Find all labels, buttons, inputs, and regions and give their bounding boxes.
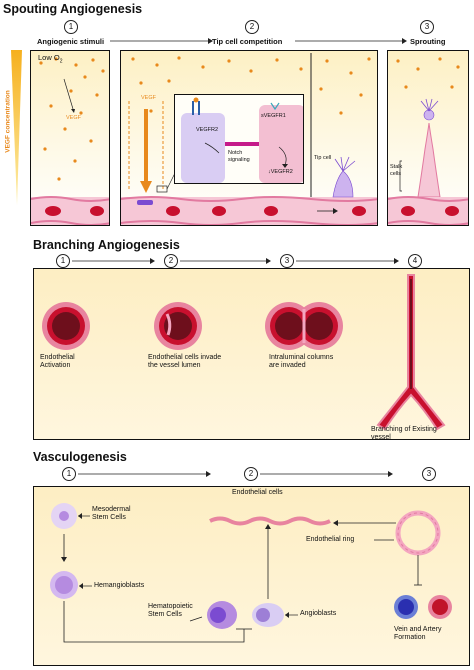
stalk-cells-label: Stalk cells: [390, 164, 403, 177]
vegf-label-panel1: VEGF: [66, 115, 81, 121]
hemangioblasts-label: Hemangioblasts: [94, 582, 145, 589]
tip-cell-label: Tip cell: [314, 155, 332, 161]
sprouting-title: Spouting Angiogenesis: [3, 2, 143, 16]
branch-step-3: 3: [280, 254, 294, 268]
mesodermal-label: Mesodermal Stem Cells: [92, 506, 131, 521]
branch-step-2: 2: [164, 254, 178, 268]
vasculogenesis-panel: [33, 486, 470, 666]
branch-label-3: Intraluminal columns are invaded: [269, 354, 334, 369]
vasc-step-3: 3: [422, 467, 436, 481]
branch-label-4: Branching of Existing vessel: [371, 426, 437, 441]
sprout-step-2-label: Tip cell competition: [212, 37, 283, 46]
notch-signaling-label: Notch signaling: [228, 150, 250, 163]
sprout-arrows: [110, 38, 407, 44]
low-o2-sub: 2: [59, 58, 63, 65]
vegfr2-left-label: VEGFR2: [196, 127, 219, 133]
sprout-step-2: 2: [245, 20, 259, 34]
svegfr1-label: sVEGFR1: [261, 113, 286, 119]
vegf-label-panel2: VEGF: [141, 95, 156, 101]
branching-title: Branching Angiogenesis: [33, 238, 180, 252]
sprout-step-3: 3: [420, 20, 434, 34]
vein-artery-label: Vein and Artery Formation: [394, 626, 442, 641]
branch-step-4: 4: [408, 254, 422, 268]
notch-inset: [174, 94, 304, 184]
sprout-step-1-label: Angiogenic stimuli: [37, 37, 105, 46]
branch-label-2: Endothelial cells invade the vessel lume…: [148, 354, 222, 369]
vegf-wedge: [11, 50, 22, 205]
branching-arrows: [72, 258, 399, 264]
sprout-panel-1: [30, 50, 110, 226]
low-o2-label: Low O2: [38, 54, 62, 66]
sprout-step-3-label: Sprouting: [410, 37, 446, 46]
endothelial-ring-label: Endothelial ring: [306, 536, 355, 543]
vegfr2-down-label: ↓VEGFR2: [268, 169, 293, 175]
vasculogenesis-title: Vasculogenesis: [33, 450, 127, 464]
low-o2-text: Low O: [38, 53, 60, 62]
sprout-panel-3: [387, 50, 469, 226]
vasc-step-2: 2: [244, 467, 258, 481]
branch-label-1: Endothelial Activation: [40, 354, 75, 369]
vasc-arrows: [78, 471, 393, 477]
hematopoietic-label: Hematopoietic Stem Cells: [148, 603, 193, 618]
branch-step-1: 1: [56, 254, 70, 268]
sprout-step-1: 1: [64, 20, 78, 34]
vasc-step-1: 1: [62, 467, 76, 481]
branching-panel: [33, 268, 470, 440]
angioblasts-label: Angioblasts: [300, 610, 337, 617]
endothelial-cells-label: Endothelial cells: [232, 489, 283, 496]
